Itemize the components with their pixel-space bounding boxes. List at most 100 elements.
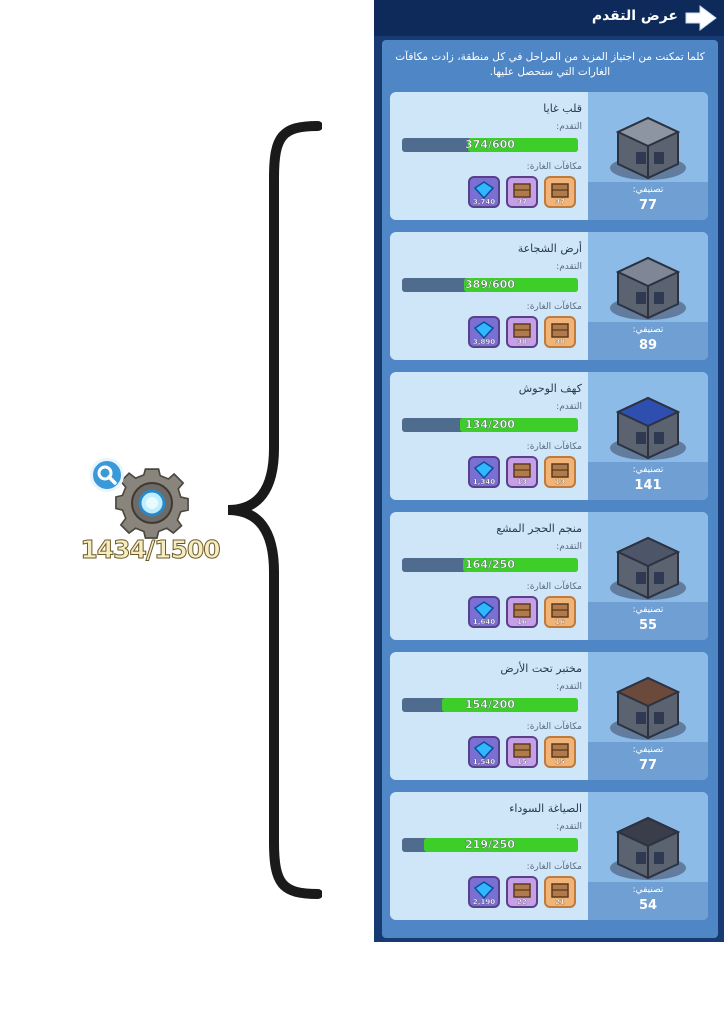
building-icon (598, 98, 698, 186)
progress-text: 374/600 (465, 138, 515, 151)
crate-icon (551, 603, 569, 618)
rating-label: تصنيفي: (632, 465, 664, 475)
reward-gem-slot[interactable]: 3,740 (468, 176, 500, 208)
progress-label: التقدم: (556, 122, 582, 132)
curly-brace-divider (227, 121, 322, 899)
region-image: تصنيفي: 77 (588, 652, 708, 780)
reward-crate-slot[interactable]: 37 (506, 176, 538, 208)
progress-bar: 219/250 (402, 838, 578, 852)
reward-amount: 16 (517, 618, 527, 626)
region-card[interactable]: تصنيفي: 77 مختبر تحت الأرض التقدم: 154/2… (390, 652, 708, 780)
region-name: الصياغة السوداء (509, 802, 582, 815)
reward-amount: 38 (555, 338, 565, 346)
rewards-label: مكافآت الغارة: (526, 582, 582, 592)
region-image: تصنيفي: 54 (588, 792, 708, 920)
reward-amount: 2,190 (472, 898, 496, 906)
region-card[interactable]: تصنيفي: 55 منجم الحجر المشع التقدم: 164/… (390, 512, 708, 640)
reward-crate-slot[interactable]: 22 (506, 876, 538, 908)
progress-bar-fill (423, 838, 578, 852)
crate-icon (513, 463, 531, 478)
region-card[interactable]: تصنيفي: 89 أرض الشجاعة التقدم: 389/600 م… (390, 232, 708, 360)
reward-amount: 1,640 (472, 618, 496, 626)
rating-label: تصنيفي: (632, 885, 664, 895)
crate-icon (551, 743, 569, 758)
crate-icon (513, 883, 531, 898)
progress-bar-fill (462, 558, 578, 572)
crate-icon (513, 743, 531, 758)
reward-amount: 1,340 (472, 478, 496, 486)
overview-progress: 1434/1500 (70, 455, 230, 575)
progress-panel: عرض التقدم كلما تمكنت من اجتياز المزيد م… (374, 0, 724, 942)
reward-crate-slot[interactable]: 38 (506, 316, 538, 348)
rewards-label: مكافآت الغارة: (526, 722, 582, 732)
reward-amount: 21 (555, 898, 565, 906)
reward-amount: 15 (517, 758, 527, 766)
gem-icon (473, 461, 495, 479)
region-image: تصنيفي: 89 (588, 232, 708, 360)
search-icon[interactable] (90, 458, 124, 492)
reward-gem-slot[interactable]: 3,890 (468, 316, 500, 348)
building-icon (598, 518, 698, 606)
reward-gem-slot[interactable]: 2,190 (468, 876, 500, 908)
reward-crate-slot[interactable]: 15 (506, 736, 538, 768)
rewards-label: مكافآت الغارة: (526, 162, 582, 172)
region-name: أرض الشجاعة (517, 242, 582, 255)
region-name: قلب غايا (543, 102, 582, 115)
progress-bar: 164/250 (402, 558, 578, 572)
progress-label: التقدم: (556, 402, 582, 412)
reward-crate-slot[interactable]: 21 (544, 876, 576, 908)
reward-crate-slot[interactable]: 16 (506, 596, 538, 628)
back-arrow-icon[interactable] (684, 5, 718, 31)
gem-icon (473, 881, 495, 899)
reward-amount: 22 (517, 898, 527, 906)
reward-amount: 13 (555, 478, 565, 486)
progress-label: التقدم: (556, 542, 582, 552)
reward-crate-slot[interactable]: 13 (506, 456, 538, 488)
progress-bar-fill (468, 138, 578, 152)
progress-bar-fill (463, 278, 578, 292)
progress-label: التقدم: (556, 682, 582, 692)
rating-label: تصنيفي: (632, 745, 664, 755)
region-image: تصنيفي: 141 (588, 372, 708, 500)
gem-icon (473, 601, 495, 619)
crate-icon (513, 323, 531, 338)
reward-crate-slot[interactable]: 16 (544, 596, 576, 628)
region-name: مختبر تحت الأرض (500, 662, 582, 675)
panel-content: كلما تمكنت من اجتياز المزيد من المراحل ف… (382, 40, 718, 938)
reward-crate-slot[interactable]: 38 (544, 316, 576, 348)
gem-icon (473, 321, 495, 339)
reward-gem-slot[interactable]: 1,640 (468, 596, 500, 628)
rewards-row: 1,640 16 16 (468, 596, 578, 630)
crate-icon (551, 183, 569, 198)
reward-crate-slot[interactable]: 37 (544, 176, 576, 208)
reward-amount: 37 (517, 198, 527, 206)
region-card[interactable]: تصنيفي: 141 كهف الوحوش التقدم: 134/200 م… (390, 372, 708, 500)
rewards-label: مكافآت الغارة: (526, 862, 582, 872)
reward-amount: 3,890 (472, 338, 496, 346)
region-card[interactable]: تصنيفي: 77 قلب غايا التقدم: 374/600 مكاف… (390, 92, 708, 220)
rewards-row: 2,190 22 21 (468, 876, 578, 910)
total-progress-text: 1434/1500 (80, 535, 221, 565)
reward-amount: 16 (555, 618, 565, 626)
reward-crate-slot[interactable]: 15 (544, 736, 576, 768)
rewards-label: مكافآت الغارة: (526, 302, 582, 312)
rewards-label: مكافآت الغارة: (526, 442, 582, 452)
building-icon (598, 378, 698, 466)
gem-icon (473, 181, 495, 199)
rewards-row: 3,740 37 37 (468, 176, 578, 210)
reward-gem-slot[interactable]: 1,340 (468, 456, 500, 488)
intro-text: كلما تمكنت من اجتياز المزيد من المراحل ف… (395, 51, 705, 78)
panel-header: عرض التقدم (374, 0, 724, 36)
progress-text: 134/200 (465, 418, 515, 431)
crate-icon (551, 883, 569, 898)
region-image: تصنيفي: 55 (588, 512, 708, 640)
progress-bar: 374/600 (402, 138, 578, 152)
progress-bar-fill (442, 698, 578, 712)
reward-amount: 38 (517, 338, 527, 346)
rating-value: 55 (638, 618, 658, 633)
reward-crate-slot[interactable]: 13 (544, 456, 576, 488)
progress-text: 219/250 (465, 838, 515, 851)
region-card[interactable]: تصنيفي: 54 الصياغة السوداء التقدم: 219/2… (390, 792, 708, 920)
reward-amount: 15 (555, 758, 565, 766)
reward-gem-slot[interactable]: 1,540 (468, 736, 500, 768)
